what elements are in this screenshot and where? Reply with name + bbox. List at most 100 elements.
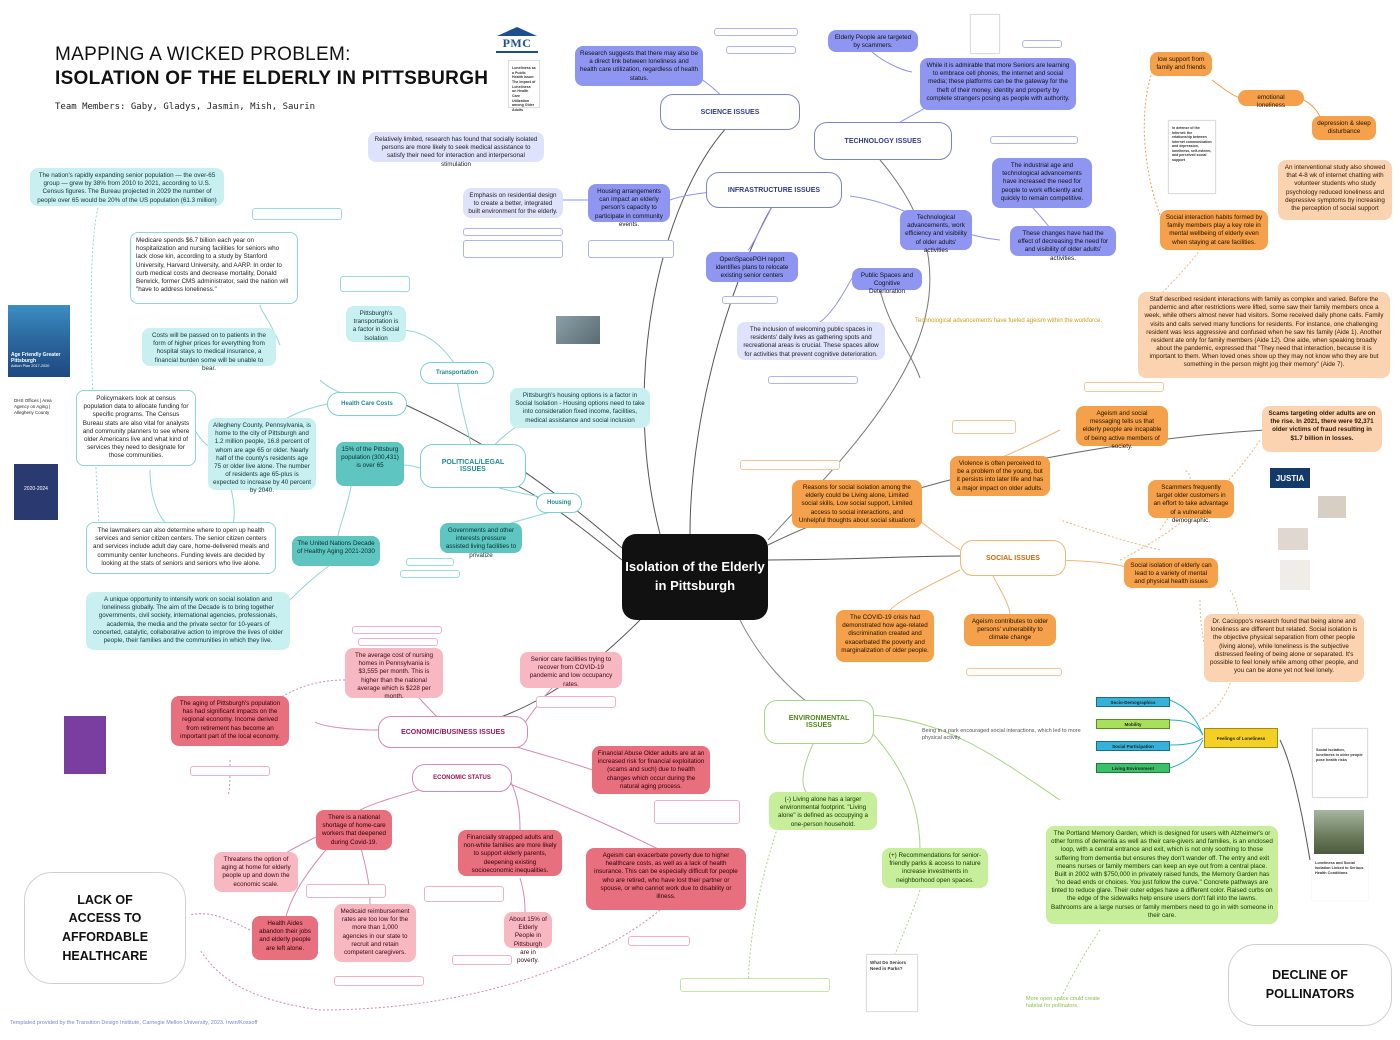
lawmakers-node[interactable]: The lawmakers can also determine where t… [86, 522, 276, 574]
ref-note [452, 955, 512, 965]
emotional-loneliness-node[interactable]: emotional loneliness [1238, 90, 1304, 109]
tech-advancements-node[interactable]: Technological advancements, work efficie… [900, 210, 972, 254]
reasons-node[interactable]: Reasons for social isolation among the e… [792, 480, 922, 528]
ref-note [952, 420, 1016, 434]
internet-article-card[interactable]: In defense of the Internet: the relation… [1168, 120, 1216, 194]
targeted-scammers-node[interactable]: Elderly People are targeted by scammers. [828, 30, 918, 52]
ref-note [252, 208, 342, 220]
relatively-limited-node[interactable]: Relatively limited, research has found t… [368, 132, 544, 168]
ref-note [463, 240, 563, 258]
ref-note [722, 296, 778, 304]
aging-population-node[interactable]: The aging of Pittsburgh's population has… [171, 696, 289, 746]
tech-ageism-note: Technological advancements have fueled a… [915, 318, 1103, 324]
decade-cover: 2020-2024 [14, 464, 58, 520]
staff-described-node[interactable]: Staff described resident interactions wi… [1138, 292, 1390, 378]
costs-passed-node[interactable]: Costs will be passed on to patients in t… [142, 328, 276, 372]
medicare-node[interactable]: Medicare spends $6.7 billion each year o… [130, 232, 298, 304]
ref-note [463, 228, 563, 236]
ageism-climate-node[interactable]: Ageism contributes to older persons' vul… [964, 614, 1056, 646]
ref-note [1084, 382, 1164, 392]
violence-node[interactable]: Violence is often perceived to be a prob… [950, 456, 1050, 496]
emphasis-residential-node[interactable]: Emphasis on residential design to create… [463, 188, 563, 218]
seniors-parks-card[interactable]: What Do Seniors Need in Parks? [866, 954, 918, 1012]
strapped-node[interactable]: Financially strapped adults and non-whit… [458, 830, 562, 876]
ageism-messaging-node[interactable]: Ageism and social messaging tells us tha… [1076, 406, 1168, 450]
transportation-tag[interactable]: Transportation [420, 362, 494, 384]
ref-note [628, 936, 690, 946]
covid-node[interactable]: The COVID-19 crisis had demonstrated how… [836, 610, 934, 662]
senior-population-node[interactable]: The nation's rapidly expanding senior po… [30, 168, 224, 206]
lack-healthcare-node[interactable]: LACK OF ACCESS TO AFFORDABLE HEALTHCARE [24, 872, 186, 984]
article-card-2[interactable]: Loneliness and Social Isolation Linked t… [1312, 856, 1368, 900]
age-friendly-cover: Age Friendly Greater Pittsburgh Action P… [8, 305, 70, 377]
scams-node[interactable]: Scams targeting older adults are on the … [1262, 406, 1382, 452]
health-care-costs-tag[interactable]: Health Care Costs [327, 392, 407, 416]
legend-feelings-loneliness: Feelings of Loneliness [1204, 728, 1278, 748]
economic-business-tag[interactable]: ECONOMIC/BUSINESS ISSUES [378, 716, 528, 748]
economic-status-tag[interactable]: ECONOMIC STATUS [412, 764, 512, 792]
governments-node[interactable]: Governments and other interests pressure… [440, 523, 522, 559]
ref-note [990, 136, 1078, 144]
welcoming-spaces-node[interactable]: The inclusion of welcoming public spaces… [737, 322, 885, 360]
memory-garden-node[interactable]: The Portland Memory Garden, which is des… [1046, 826, 1278, 924]
scam-article-card[interactable] [970, 14, 1000, 54]
housing-arrangements-node[interactable]: Housing arrangements can impact an elder… [588, 184, 670, 228]
housing-tag[interactable]: Housing [536, 493, 582, 513]
policymakers-node[interactable]: Policymakers look at census population d… [76, 390, 196, 466]
technology-issues-tag[interactable]: TECHNOLOGY ISSUES [814, 122, 952, 160]
low-support-node[interactable]: low support from family and friends [1150, 52, 1212, 76]
housing-options-node[interactable]: Pittsburgh's housing options is a factor… [510, 388, 650, 428]
health-aides-node[interactable]: Health Aides abandon their jobs and elde… [252, 916, 318, 960]
industrial-age-node[interactable]: The industrial age and technological adv… [992, 158, 1092, 208]
pmc-article-card[interactable]: Loneliness as a Public Health Issue: The… [508, 60, 540, 112]
title-line1: MAPPING A WICKED PROBLEM: [55, 44, 351, 65]
science-issues-tag[interactable]: SCIENCE ISSUES [660, 94, 800, 130]
unique-opportunity-node[interactable]: A unique opportunity to intensify work o… [86, 592, 290, 650]
ref-note [334, 976, 424, 986]
central-problem-node[interactable]: Isolation of the Elderly in Pittsburgh [622, 534, 768, 620]
senior-care-node[interactable]: Senior care facilities trying to recover… [520, 652, 622, 688]
ref-note [654, 800, 740, 824]
social-habits-node[interactable]: Social interaction habits formed by fami… [1160, 210, 1268, 250]
legend-socio-demographics: Socio-Demographics [1096, 697, 1170, 707]
ageism-poverty-node[interactable]: Ageism can exacerbate poverty due to hig… [586, 848, 746, 910]
team-members: Team Members: Gaby, Gladys, Jasmin, Mish… [55, 102, 316, 112]
environmental-issues-tag[interactable]: ENVIRONMENTAL ISSUES [764, 700, 874, 744]
social-issues-tag[interactable]: SOCIAL ISSUES [960, 540, 1066, 576]
pollinators-node[interactable]: DECLINE OF POLLINATORS [1228, 944, 1392, 1026]
cacioppo-node[interactable]: Dr. Cacioppo's research found that being… [1204, 614, 1364, 682]
article-card-1[interactable]: Social isolation, loneliness in older pe… [1312, 728, 1368, 798]
political-legal-tag[interactable]: POLITICAL/LEGAL ISSUES [420, 444, 526, 488]
social-photo [1278, 528, 1308, 550]
public-spaces-node[interactable]: Public Spaces and Cognitive Deterioratio… [852, 268, 922, 295]
shortage-node[interactable]: There is a national shortage of home-car… [316, 810, 392, 850]
ref-note [1022, 40, 1062, 48]
research-link-node[interactable]: Research suggests that there may also be… [575, 46, 703, 86]
average-cost-node[interactable]: The average cost of nursing homes in Pen… [345, 648, 443, 700]
medicaid-node[interactable]: Medicaid reimbursement rates are too low… [334, 904, 416, 962]
depression-node[interactable]: depression & sleep disturbance [1312, 116, 1376, 140]
living-alone-node[interactable]: (-) Living alone has a larger environmen… [769, 792, 877, 830]
edge-center-social [767, 555, 961, 561]
threatens-node[interactable]: Threatens the option of aging at home fo… [214, 852, 298, 892]
seniors-embrace-node[interactable]: While it is admirable that more Seniors … [920, 58, 1076, 110]
un-decade-node[interactable]: The United Nations Decade of Healthy Agi… [292, 536, 380, 566]
edge-center-env [739, 619, 816, 709]
ref-note [306, 884, 386, 898]
allegheny-node[interactable]: Allegheny County, Pennsylvania, is home … [208, 418, 316, 494]
openspace-node[interactable]: OpenSpacePGH report identifies plans to … [706, 252, 798, 282]
ref-note [190, 766, 270, 776]
dhs-office-text: DHS Offices | Area Agency on Aging | All… [14, 398, 52, 415]
changes-effect-node[interactable]: These changes have had the effect of dec… [1010, 226, 1116, 262]
infrastructure-issues-tag[interactable]: INFRASTRUCTURE ISSUES [706, 172, 842, 208]
interventional-study-node[interactable]: An interventional study also showed that… [1278, 160, 1392, 220]
scam-photo [1318, 496, 1346, 518]
scammers-node[interactable]: Scammers frequently target older custome… [1148, 480, 1234, 524]
social-photo-2 [1280, 560, 1310, 590]
fifteen-percent-node[interactable]: 15% of the Pittsburg population (300,431… [336, 442, 404, 486]
financial-abuse-node[interactable]: Financial Abuse Older adults are at an i… [592, 746, 710, 794]
variety-outcomes-node[interactable]: Social isolation of elderly can lead to … [1124, 558, 1218, 588]
transportation-factor-node[interactable]: Pittsburgh's transportation is a factor … [346, 306, 406, 342]
recommendations-node[interactable]: (+) Recommendations for senior-friendly … [882, 848, 988, 888]
fifteen-poverty-node[interactable]: About 15% of Elderly People in Pittsburg… [504, 912, 552, 964]
